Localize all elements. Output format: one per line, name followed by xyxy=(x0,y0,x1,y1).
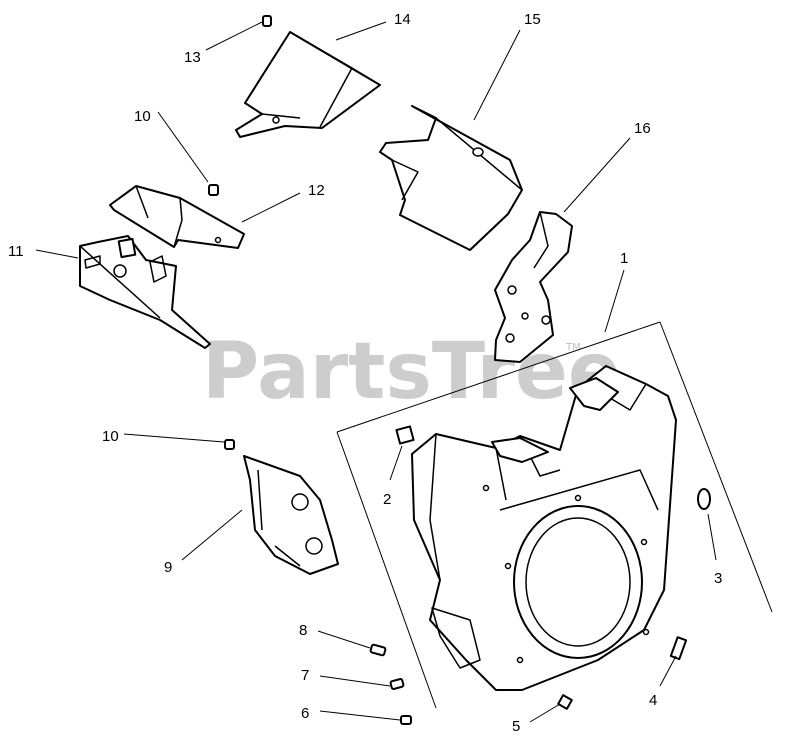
leader-14 xyxy=(335,21,387,41)
leader-lines xyxy=(35,21,717,723)
callout-5: 5 xyxy=(512,718,520,735)
leader-7 xyxy=(319,675,391,687)
leader-12 xyxy=(241,192,301,223)
callout-6: 6 xyxy=(301,705,309,722)
watermark-text: PartsTree xyxy=(202,327,621,417)
leader-5 xyxy=(529,703,561,723)
part-3-oring[interactable] xyxy=(697,488,711,510)
leader-15 xyxy=(473,29,521,121)
callout-11: 11 xyxy=(8,243,24,260)
leader-9 xyxy=(181,509,243,561)
part-11-lower-baffle[interactable] xyxy=(79,235,211,349)
callout-9: 9 xyxy=(164,559,172,576)
callout-7: 7 xyxy=(301,667,309,684)
part-1-blower-housing[interactable] xyxy=(411,365,677,691)
callout-16: 16 xyxy=(634,120,651,137)
leader-2 xyxy=(389,445,403,481)
part-7-screw[interactable] xyxy=(389,678,405,690)
part-16-baffle-bracket[interactable] xyxy=(494,211,573,363)
leader-6 xyxy=(319,710,401,721)
leader-10b xyxy=(123,433,225,443)
part-8-screw[interactable] xyxy=(369,643,387,657)
watermark-trademark: TM xyxy=(565,342,581,353)
assembly-bracket xyxy=(336,321,773,709)
leader-4 xyxy=(659,655,677,687)
leader-13 xyxy=(205,21,263,51)
part-15-side-shroud[interactable] xyxy=(379,105,523,251)
leader-8 xyxy=(317,630,371,649)
leader-3 xyxy=(707,513,717,561)
part-14-top-shroud[interactable] xyxy=(235,31,381,138)
callout-labels: 1 2 3 4 5 6 7 8 9 10 10 11 12 13 14 15 1… xyxy=(8,11,722,735)
callout-12: 12 xyxy=(308,182,325,199)
callout-14: 14 xyxy=(394,11,411,28)
callout-15: 15 xyxy=(524,11,541,28)
part-10-screw-upper[interactable] xyxy=(208,184,219,196)
part-4-screw[interactable] xyxy=(669,636,688,661)
leader-1 xyxy=(604,269,625,333)
callout-8: 8 xyxy=(299,622,307,639)
callout-2: 2 xyxy=(383,491,391,508)
leader-16 xyxy=(563,137,631,213)
callout-1: 1 xyxy=(620,250,628,267)
part-12-upper-baffle[interactable] xyxy=(109,185,245,249)
part-9-side-baffle[interactable] xyxy=(243,455,339,575)
part-5-nut[interactable] xyxy=(557,694,573,710)
leader-10a xyxy=(157,111,209,183)
callout-10-lower: 10 xyxy=(102,428,119,445)
callout-13: 13 xyxy=(184,49,201,66)
part-2-clip[interactable] xyxy=(395,425,415,445)
part-13-screw[interactable] xyxy=(262,15,272,27)
callout-10-upper: 10 xyxy=(134,108,151,125)
part-10-screw-lower[interactable] xyxy=(224,439,235,450)
leader-11 xyxy=(35,249,79,259)
part-6-screw[interactable] xyxy=(400,715,412,725)
callout-3: 3 xyxy=(714,570,722,587)
callout-4: 4 xyxy=(649,692,657,709)
